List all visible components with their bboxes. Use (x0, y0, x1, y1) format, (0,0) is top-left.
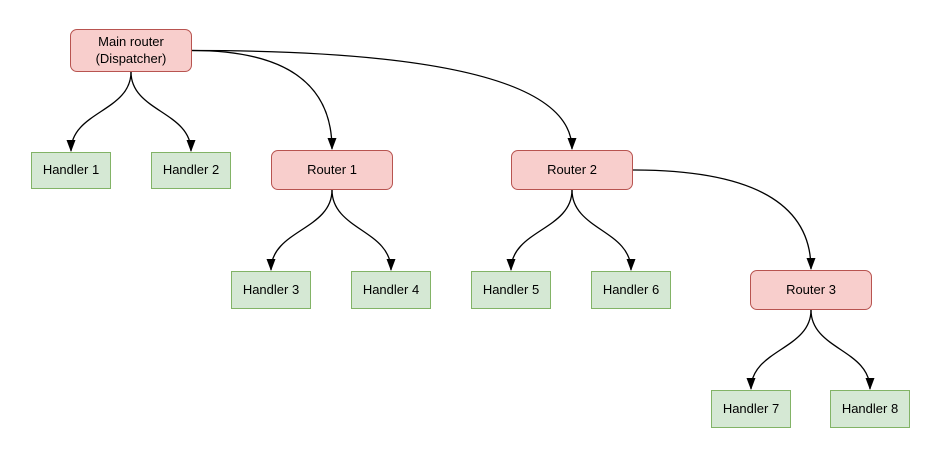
node-label-router-3: Router 3 (786, 281, 836, 297)
node-router-2: Router 2 (511, 150, 633, 190)
node-handler-8: Handler 8 (830, 390, 910, 428)
edge-main-router-to-router-1 (191, 49, 337, 150)
edge-router-1-to-handler-3 (266, 189, 333, 271)
node-label-handler-1: Handler 1 (42, 162, 100, 178)
node-handler-5: Handler 5 (471, 271, 551, 309)
node-label-handler-7: Handler 7 (722, 400, 780, 416)
node-label-main-router: Main router (Dispatcher) (95, 33, 167, 66)
edge-router-2-to-router-3 (632, 169, 816, 270)
edge-router-1-to-handler-4 (331, 189, 396, 271)
node-label-handler-6: Handler 6 (602, 281, 660, 297)
edge-main-router-to-handler-1 (66, 71, 132, 152)
edge-main-router-to-handler-2 (130, 71, 196, 152)
node-label-handler-8: Handler 8 (841, 400, 899, 416)
node-handler-1: Handler 1 (31, 152, 111, 189)
node-label-handler-4: Handler 4 (362, 281, 420, 297)
edge-router-3-to-handler-8 (810, 309, 875, 390)
node-router-1: Router 1 (271, 150, 393, 190)
node-handler-2: Handler 2 (151, 152, 231, 189)
edge-main-router-to-router-2 (191, 49, 577, 150)
node-label-handler-3: Handler 3 (242, 281, 300, 297)
node-label-router-2: Router 2 (547, 161, 597, 177)
node-main-router: Main router (Dispatcher) (70, 29, 192, 72)
node-label-handler-2: Handler 2 (162, 162, 220, 178)
node-label-router-1: Router 1 (307, 161, 357, 177)
node-handler-4: Handler 4 (351, 271, 431, 309)
edge-router-3-to-handler-7 (746, 309, 812, 390)
edge-router-2-to-handler-6 (571, 189, 636, 271)
node-label-handler-5: Handler 5 (482, 281, 540, 297)
edge-router-2-to-handler-5 (506, 189, 573, 271)
node-router-3: Router 3 (750, 270, 872, 310)
node-handler-3: Handler 3 (231, 271, 311, 309)
node-handler-7: Handler 7 (711, 390, 791, 428)
node-handler-6: Handler 6 (591, 271, 671, 309)
